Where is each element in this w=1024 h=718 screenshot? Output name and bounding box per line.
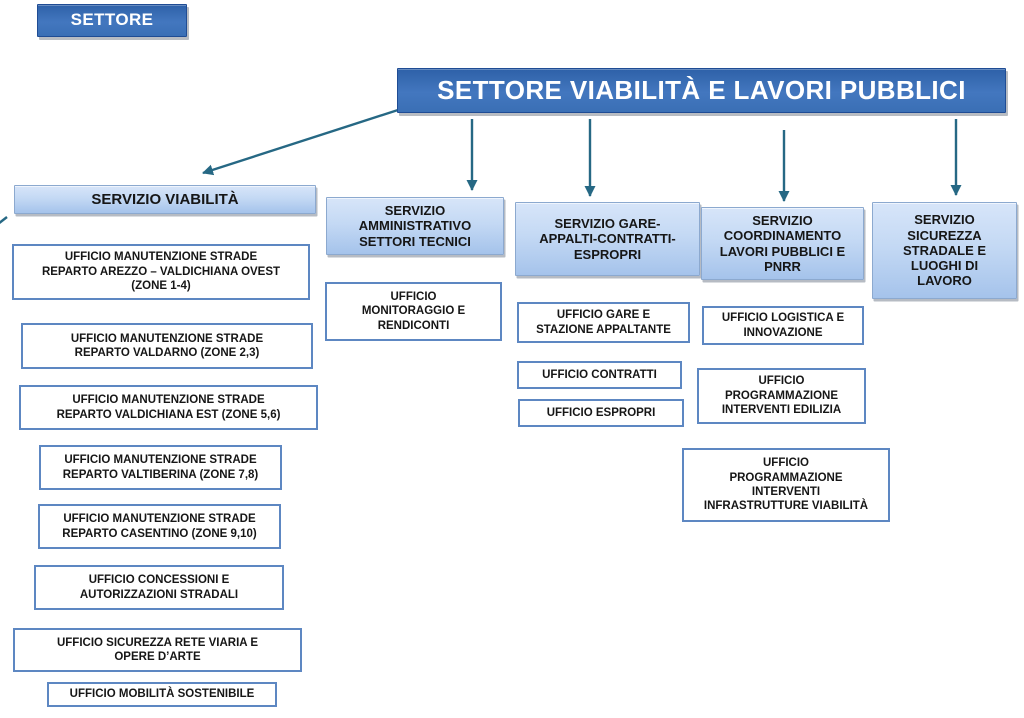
office-box: UFFICIO MANUTENZIONE STRADE REPARTO VALD…	[21, 323, 313, 369]
office-box: UFFICIO MANUTENZIONE STRADE REPARTO CASE…	[38, 504, 281, 549]
service-amministrativo: SERVIZIO AMMINISTRATIVO SETTORI TECNICI	[326, 197, 504, 255]
office-box: UFFICIO MANUTENZIONE STRADE REPARTO VALT…	[39, 445, 282, 490]
org-root-title: SETTORE VIABILITÀ E LAVORI PUBBLICI	[397, 68, 1006, 113]
service-coordinamento: SERVIZIO COORDINAMENTO LAVORI PUBBLICI E…	[701, 207, 864, 280]
office-box: UFFICIO CONCESSIONI E AUTORIZZAZIONI STR…	[34, 565, 284, 610]
office-box: UFFICIO LOGISTICA E INNOVAZIONE	[702, 306, 864, 345]
service-gare: SERVIZIO GARE- APPALTI-CONTRATTI- ESPROP…	[515, 202, 700, 276]
office-box: UFFICIO SICUREZZA RETE VIARIA E OPERE D’…	[13, 628, 302, 672]
office-box: UFFICIO ESPROPRI	[518, 399, 684, 427]
office-box: UFFICIO MOBILITÀ SOSTENIBILE	[47, 682, 277, 707]
office-box: UFFICIO PROGRAMMAZIONE INTERVENTI EDILIZ…	[697, 368, 866, 424]
office-box: UFFICIO MANUTENZIONE STRADE REPARTO AREZ…	[12, 244, 310, 300]
office-box: UFFICIO MONITORAGGIO E RENDICONTI	[325, 282, 502, 341]
settore-badge: SETTORE	[37, 4, 187, 37]
office-box: UFFICIO PROGRAMMAZIONE INTERVENTI INFRAS…	[682, 448, 890, 522]
service-viabilita: SERVIZIO VIABILITÀ	[14, 185, 316, 214]
arrow-to-servizio-viabilita	[202, 108, 399, 176]
service-sicurezza: SERVIZIO SICUREZZA STRADALE E LUOGHI DI …	[872, 202, 1017, 299]
office-box: UFFICIO CONTRATTI	[517, 361, 682, 389]
office-box: UFFICIO MANUTENZIONE STRADE REPARTO VALD…	[19, 385, 318, 430]
clipped-connector-tick	[0, 216, 8, 224]
office-box: UFFICIO GARE E STAZIONE APPALTANTE	[517, 302, 690, 343]
